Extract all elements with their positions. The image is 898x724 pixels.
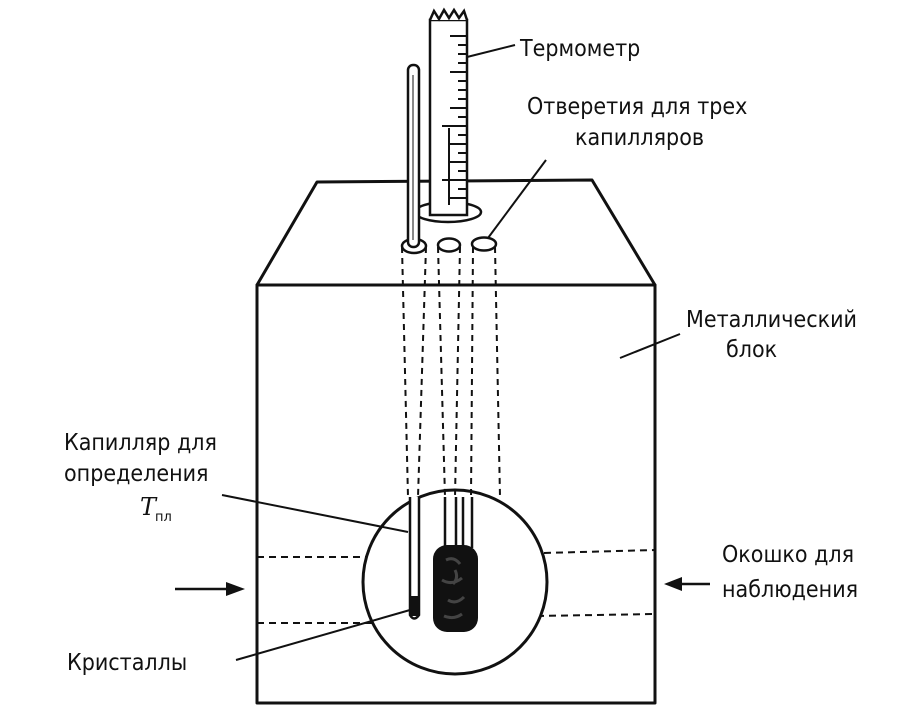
label-holes-line1: Отверетия для трех — [527, 94, 747, 120]
metal-block — [255, 178, 657, 705]
label-t-subscript: пл — [155, 510, 172, 525]
capillary-center-in-window — [443, 497, 458, 548]
capillary-hole-3 — [470, 236, 498, 252]
label-thermometer: Термометр — [519, 36, 640, 62]
capillary-channels — [401, 246, 501, 498]
leader-lines — [221, 44, 681, 661]
label-capillary-line1: Капилляр для — [64, 430, 217, 456]
leader-block — [619, 333, 681, 359]
melting-capillary — [406, 63, 421, 249]
crystals-small-sample — [410, 596, 419, 616]
capillary-hole-2 — [436, 237, 462, 253]
window-channel-bottom-right — [536, 613, 656, 617]
leader-capillary — [221, 494, 409, 533]
label-window-line1: Окошко для — [722, 542, 854, 568]
thermometer-scale — [442, 35, 467, 199]
window-arrow-right — [664, 577, 710, 591]
leader-crystals — [235, 609, 411, 661]
thermometer-broken-top — [428, 7, 469, 22]
label-window-line2: наблюдения — [722, 577, 858, 603]
leader-thermometer — [466, 44, 516, 58]
label-block-line1: Металлический — [686, 307, 857, 333]
label-block-line2: блок — [726, 337, 777, 363]
leader-holes — [487, 159, 547, 239]
label-crystals: Кристаллы — [67, 650, 187, 676]
label-capillary-line2: определения — [64, 461, 209, 487]
block-top-face — [255, 178, 657, 287]
window-channel-top-right — [543, 549, 656, 554]
label-t-symbol: T — [140, 493, 158, 521]
label-holes-line2: капилляров — [575, 125, 704, 151]
capillary-right-in-window — [461, 497, 474, 548]
window-arrow-left — [175, 582, 245, 596]
thermometer-bulb — [433, 545, 478, 632]
